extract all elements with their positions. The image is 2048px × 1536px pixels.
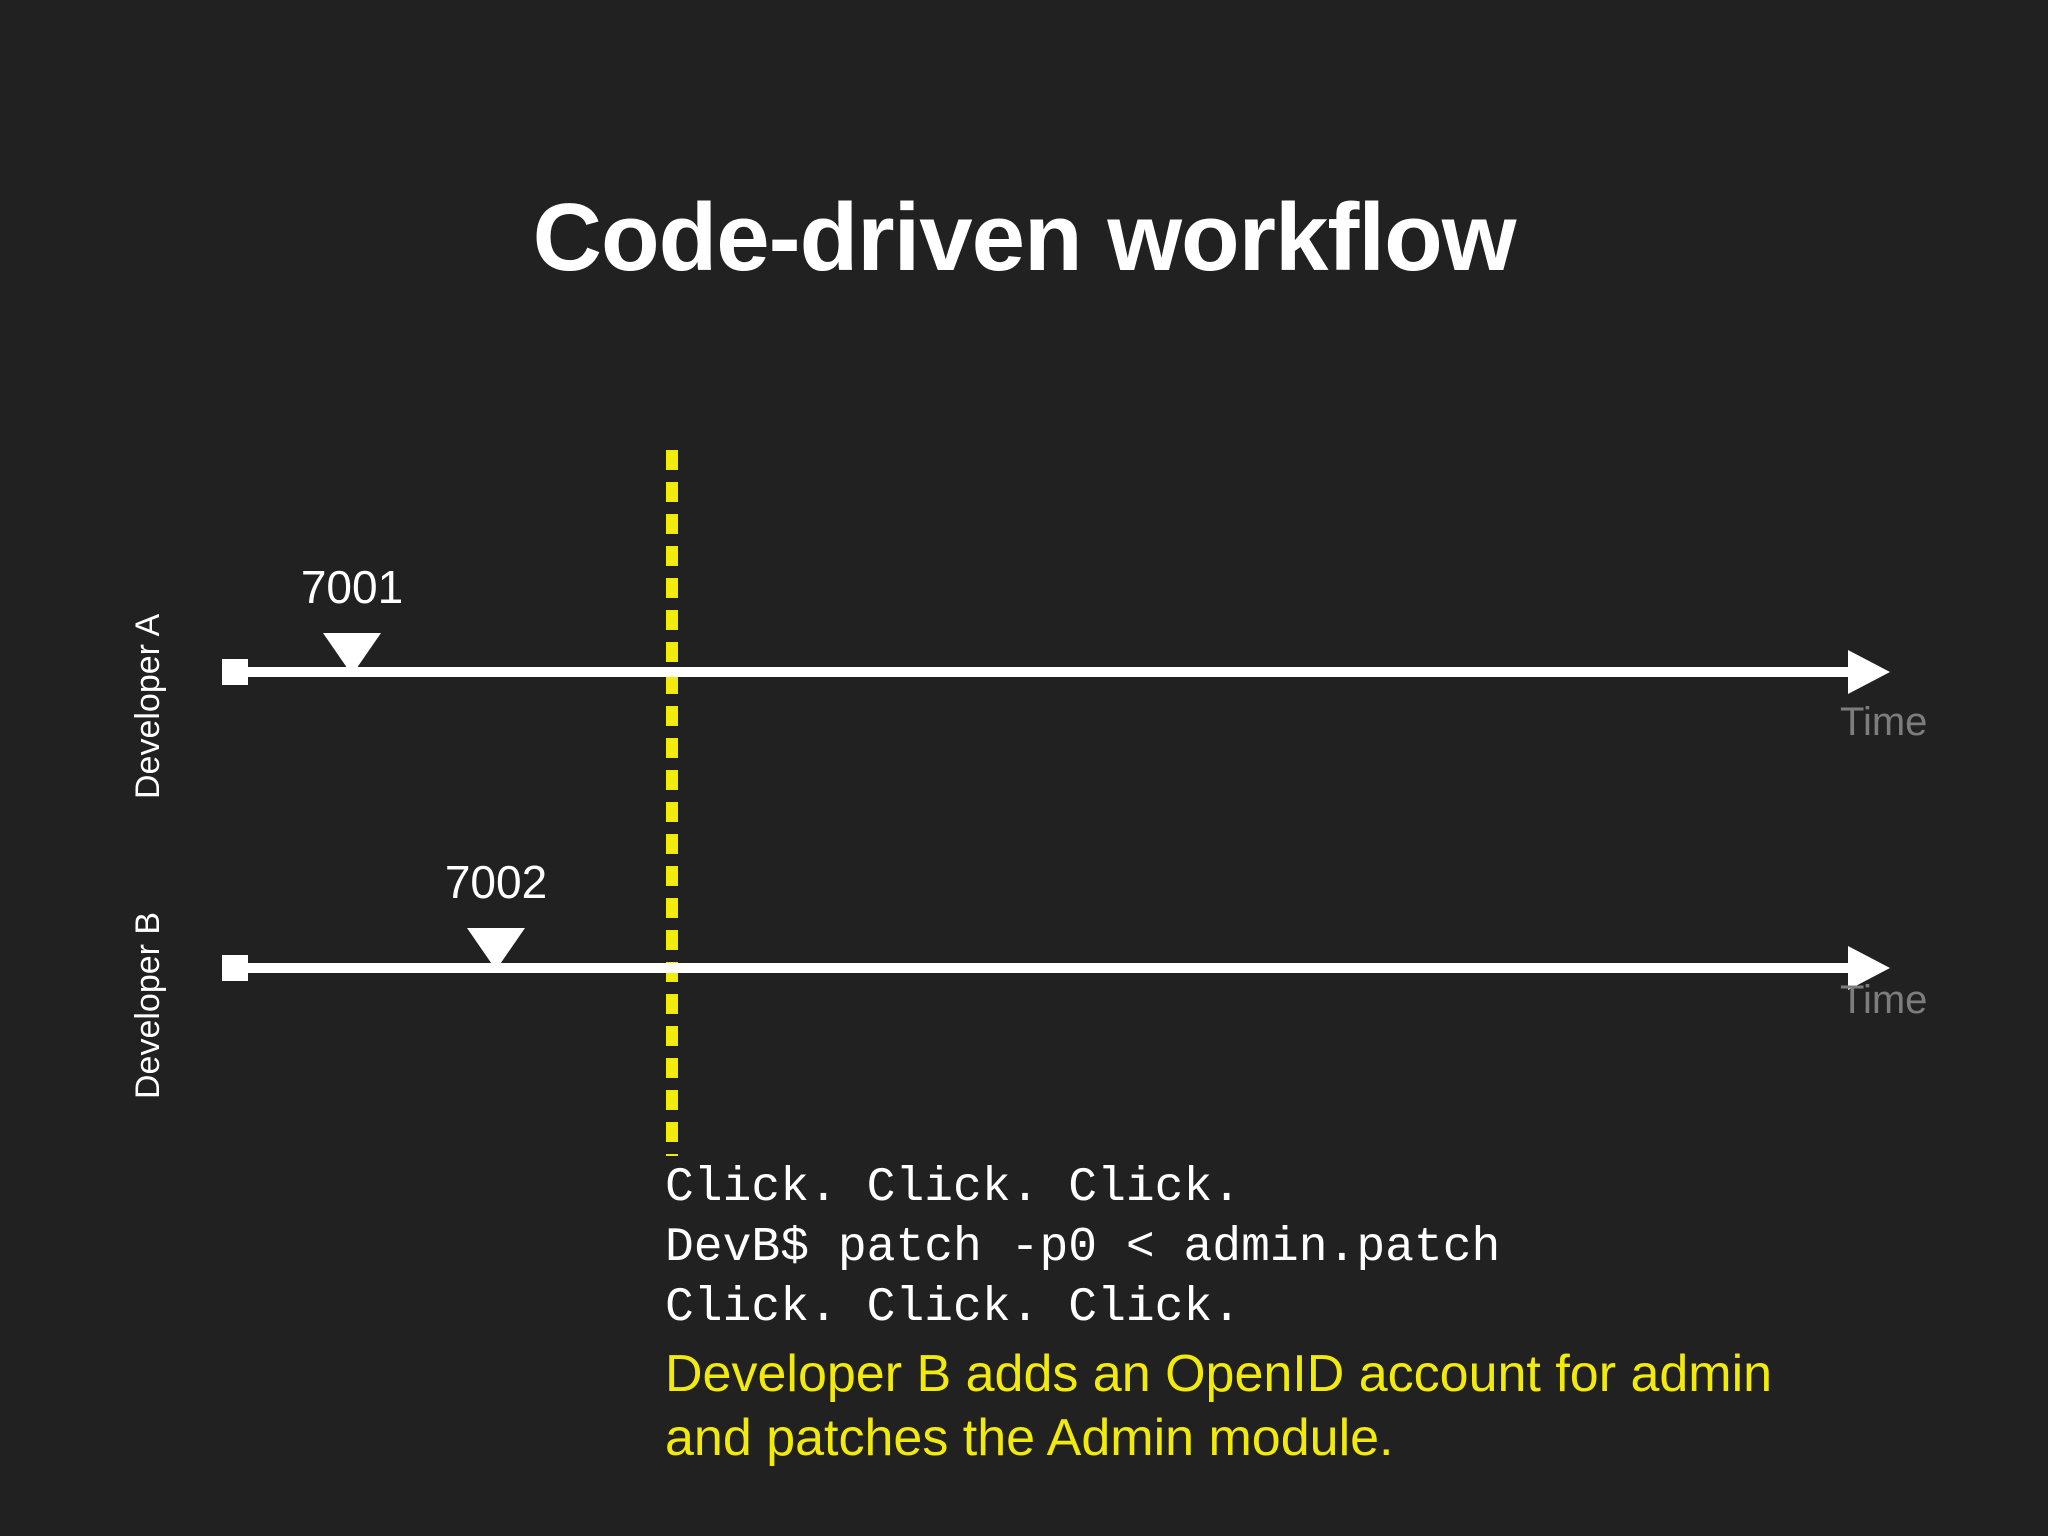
event-marker-label-7002: 7002 xyxy=(444,856,548,908)
triangle-down-icon xyxy=(467,928,525,970)
page-title: Code-driven workflow xyxy=(532,184,1517,291)
time-axis-caption-b: Time xyxy=(1840,978,1928,1022)
code-line-1: Click. Click. Click. xyxy=(665,1161,1242,1215)
timeline-developer-b xyxy=(0,946,2048,990)
code-line-2: DevB$ patch -p0 < admin.patch xyxy=(665,1221,1501,1275)
axis-label-developer-b: Developer B xyxy=(129,911,167,1099)
timeline-developer-a xyxy=(0,650,2048,694)
timeline-axis-line xyxy=(238,667,1850,677)
arrow-right-icon xyxy=(1848,650,1890,694)
code-line-3: Click. Click. Click. xyxy=(665,1281,1242,1335)
time-axis-caption-a: Time xyxy=(1840,700,1928,744)
arrow-right-icon xyxy=(1848,946,1890,990)
timeline-axis-line xyxy=(238,963,1850,973)
highlight-line-1: Developer B adds an OpenID account for a… xyxy=(665,1345,1773,1403)
narration-block: Click. Click. Click. DevB$ patch -p0 < a… xyxy=(665,1158,1985,1470)
event-marker-label-7001: 7001 xyxy=(300,561,404,613)
triangle-down-icon xyxy=(323,633,381,675)
axis-label-developer-a: Developer A xyxy=(129,613,167,799)
sync-dashed-line xyxy=(666,450,678,1156)
highlight-line-2: and patches the Admin module. xyxy=(665,1409,1394,1467)
